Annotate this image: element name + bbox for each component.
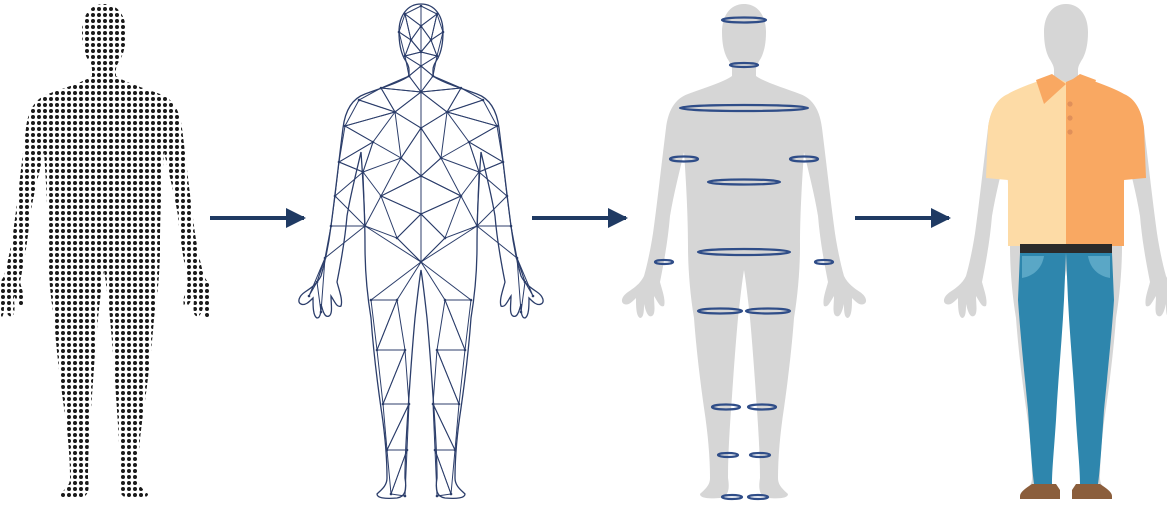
mesh-vertex [482,99,484,101]
mesh-vertex [410,39,412,41]
mesh-vertex [370,299,372,301]
mesh-vertex [420,5,422,7]
mesh-vertex [532,295,534,297]
jeans-left-leg [1018,253,1066,484]
mesh-vertex [434,449,436,451]
mesh-vertex [330,225,332,227]
mesh-vertex [420,65,422,67]
left-foot-ring [722,495,742,499]
mesh-vertex [510,225,512,227]
mesh-vertex [308,295,310,297]
point-cloud-figure [0,0,210,508]
mesh-vertex [404,13,406,15]
mesh-vertex [420,25,422,27]
mesh-vertex [408,75,410,77]
mesh-vertex [358,99,360,101]
mesh-vertex [430,39,432,41]
mesh-vertex [404,55,406,57]
mesh-vertex [338,161,340,163]
mesh-vertex [380,195,382,197]
mesh-vertex [442,31,444,33]
mesh-vertex [376,349,378,351]
mesh-vertex [320,311,322,313]
mesh-vertex [460,87,462,89]
mesh-vertex [444,299,446,301]
mesh-vertex [436,349,438,351]
mesh-vertex [468,141,470,143]
mesh-vertex [344,125,346,127]
mesh-vertex [516,257,518,259]
mesh-vertex [408,403,410,405]
belt [1020,244,1112,253]
mesh-vertex [446,111,448,113]
mesh-vertex [404,349,406,351]
mesh-vertex [316,281,318,283]
mesh-vertex [476,225,478,227]
mesh-vertex [420,91,422,93]
shirt-right-half [1066,76,1146,246]
mesh-vertex [506,195,508,197]
mesh-vertex [420,175,422,177]
mesh-vertex [380,87,382,89]
mesh-vertex [444,237,446,239]
left-shoe [1020,484,1060,499]
measurement-figure [622,4,866,499]
mesh-vertex [364,225,366,227]
mesh-vertex [478,171,480,173]
mesh-vertex [420,261,422,263]
mesh-vertex [454,449,456,451]
mesh-vertex [362,171,364,173]
mesh-vertex [464,349,466,351]
shirt-button [1067,115,1072,120]
right-shoe [1072,484,1112,499]
mesh-vertex [450,493,452,495]
mesh-vertex [496,125,498,127]
mesh-vertex [432,75,434,77]
mesh-vertex [396,299,398,301]
mesh-vertex [386,449,388,451]
mesh-vertex [460,195,462,197]
mesh-vertex [334,195,336,197]
mesh-figure [299,4,543,498]
mesh-vertex [406,449,408,451]
shirt-button [1067,101,1072,106]
mesh-vertex [436,55,438,57]
shirt-left-half [986,76,1066,246]
mesh-vertex [404,495,406,497]
mesh-vertex [396,237,398,239]
mesh-vertex [420,51,422,53]
jeans [1018,253,1114,484]
mesh-vertex [436,495,438,497]
mesh-vertex [520,311,522,313]
mesh-vertex [382,403,384,405]
shirt-button [1067,129,1072,134]
shirt [986,74,1146,246]
mesh-vertex [436,13,438,15]
mesh-vertex [420,213,422,215]
mesh-vertex [458,403,460,405]
mesh-vertex [372,141,374,143]
mesh-vertex [502,161,504,163]
mesh-vertex [398,31,400,33]
mesh-vertex [440,157,442,159]
mesh-vertex [432,403,434,405]
mesh-vertex [324,257,326,259]
mesh-vertex [524,281,526,283]
mesh-vertex [400,157,402,159]
mesh-vertex [470,299,472,301]
mesh-vertex [390,493,392,495]
jeans-right-leg [1066,253,1114,484]
mesh-vertex [420,127,422,129]
dressed-figure [944,4,1167,499]
mesh-vertex [394,111,396,113]
